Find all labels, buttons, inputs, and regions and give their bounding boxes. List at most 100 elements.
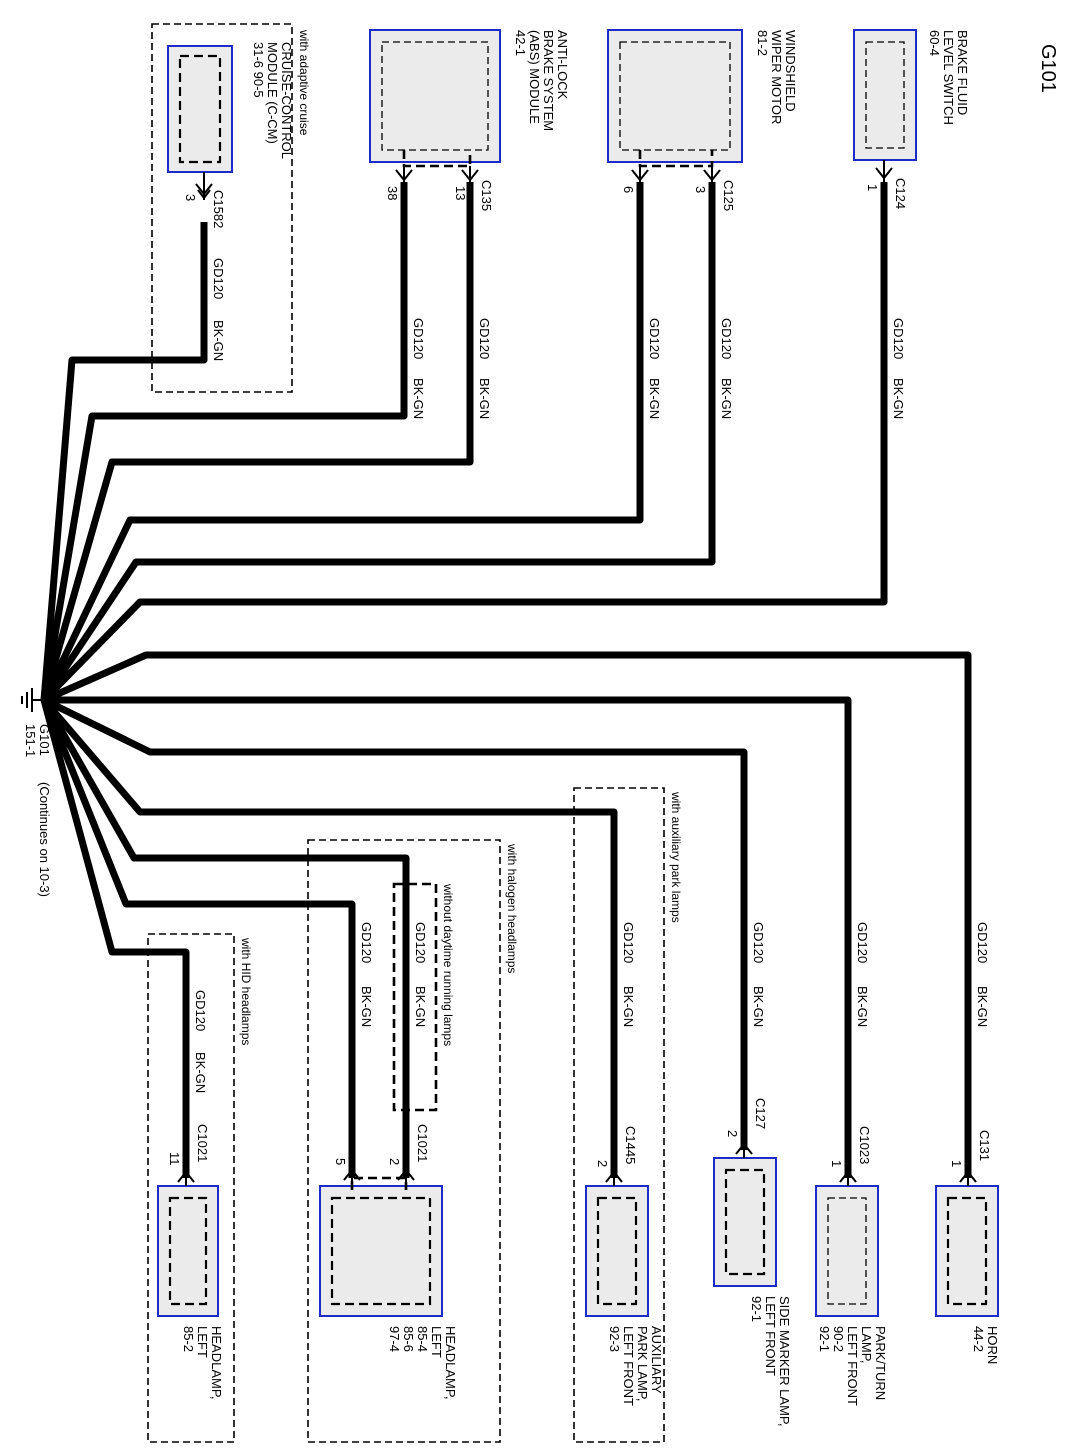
headlamp-hid-name-line2: LEFT xyxy=(195,1326,210,1358)
wire-ccm xyxy=(40,222,208,701)
wire-label-color: BK-GN xyxy=(211,320,226,361)
brake-fluid-pin: 1 xyxy=(865,184,880,191)
brake-fluid-name-line1: BRAKE FLUID xyxy=(955,30,970,115)
group-label-hid: with HID headlamps xyxy=(239,937,253,1045)
group-label-aux-park: with auxiliary park lamps xyxy=(669,791,683,923)
group-box-adaptive-cruise xyxy=(151,23,293,393)
wire-label-color: BK-GN xyxy=(891,378,906,419)
horn-connector: C131 xyxy=(977,1130,992,1161)
component-abs xyxy=(369,29,501,184)
wire-label-circuit: GD120 xyxy=(211,258,226,299)
park-turn-name-line2: LAMP, xyxy=(859,1326,874,1363)
side-marker-name-line3: 92-1 xyxy=(749,1296,764,1322)
abs-connector: C135 xyxy=(479,180,494,211)
ground-symbol-icon xyxy=(21,688,44,712)
wire-halogen-5 xyxy=(40,698,356,1178)
horn-name-line1: HORN xyxy=(985,1326,1000,1364)
ccm-name-line1: CRUISE-CONTROL xyxy=(279,42,294,159)
wire-label-color: BK-GN xyxy=(411,378,426,419)
headlamp-halogen-connector: C1021 xyxy=(415,1124,430,1162)
component-ccm xyxy=(167,45,233,200)
wire-label-circuit: GD120 xyxy=(193,990,208,1031)
component-aux-park xyxy=(585,1166,649,1317)
group-box-halogen xyxy=(307,839,501,1443)
side-marker-name-line2: LEFT FRONT xyxy=(763,1296,778,1376)
aux-park-name-line3: LEFT FRONT xyxy=(621,1326,636,1406)
brake-fluid-connector: C124 xyxy=(893,178,908,209)
ground-note: (Continues on 10-3) xyxy=(37,782,52,897)
wire-abs-13 xyxy=(40,182,474,701)
park-turn-name-line3: LEFT FRONT xyxy=(845,1326,860,1406)
wire-label-color: BK-GN xyxy=(413,986,428,1027)
park-turn-pin: 1 xyxy=(829,1160,844,1167)
wire-label-color: BK-GN xyxy=(477,378,492,419)
headlamp-halogen-name-line4: 85-6 xyxy=(401,1326,416,1352)
ccm-connector: C1582 xyxy=(211,190,226,228)
wiper-name-line3: 81-2 xyxy=(755,30,770,56)
wire-label-color: BK-GN xyxy=(359,986,374,1027)
aux-park-name-line2: PARK LAMP, xyxy=(635,1326,650,1401)
wire-halogen-2 xyxy=(40,698,410,1178)
wiper-pin-6: 6 xyxy=(621,186,636,193)
wire-aux-park xyxy=(41,697,618,1178)
ground-wires xyxy=(40,182,972,1178)
headlamp-hid-pin: 11 xyxy=(167,1152,182,1166)
wiper-name-line2: WIPER MOTOR xyxy=(769,30,784,124)
brake-fluid-name-line2: LEVEL SWITCH xyxy=(941,30,956,125)
component-side-marker xyxy=(713,1140,777,1287)
component-wiper xyxy=(607,29,743,184)
wiper-name-line1: WINDSHIELD xyxy=(783,30,798,112)
wire-side-marker xyxy=(42,696,748,1150)
wire-label-color: BK-GN xyxy=(751,986,766,1027)
headlamp-hid-name-line1: HEADLAMP, xyxy=(209,1326,224,1399)
headlamp-hid-name-line3: 85-2 xyxy=(181,1326,196,1352)
wire-label-color: BK-GN xyxy=(855,986,870,1027)
headlamp-halogen-name-line5: 97-4 xyxy=(387,1326,402,1352)
headlamp-halogen-pin-5: 5 xyxy=(333,1158,348,1165)
wire-label-circuit: GD120 xyxy=(855,922,870,963)
headlamp-hid-connector: C1021 xyxy=(195,1124,210,1162)
wire-label-color: BK-GN xyxy=(719,378,734,419)
abs-name-line2: BRAKE SYSTEM xyxy=(541,30,556,131)
wire-label-circuit: GD120 xyxy=(477,318,492,359)
group-label-adaptive-cruise: with adaptive cruise xyxy=(297,29,311,136)
abs-name-line3: (ABS) MODULE xyxy=(527,30,542,124)
headlamp-halogen-name-line3: 85-4 xyxy=(415,1326,430,1352)
component-headlamp-halogen xyxy=(319,1164,443,1317)
wire-label-circuit: GD120 xyxy=(359,922,374,963)
wiper-pin-3: 3 xyxy=(693,186,708,193)
ccm-name-line2: MODULE (C-CM) xyxy=(265,42,280,144)
headlamp-halogen-name-line2: LEFT xyxy=(429,1326,444,1358)
abs-pin-38: 38 xyxy=(385,186,400,200)
aux-park-connector: C1445 xyxy=(623,1126,638,1164)
wire-label-circuit: GD120 xyxy=(647,318,662,359)
wire-brake-fluid xyxy=(41,182,888,703)
brake-fluid-name-line3: 60-4 xyxy=(927,30,942,56)
wire-label-color: BK-GN xyxy=(975,986,990,1027)
wire-abs-38 xyxy=(40,182,408,701)
wire-label-color: BK-GN xyxy=(621,986,636,1027)
aux-park-name-line1: AUXILIARY xyxy=(649,1326,664,1394)
wire-label-circuit: GD120 xyxy=(891,318,906,359)
ccm-pin: 3 xyxy=(183,194,198,201)
wire-label-circuit: GD120 xyxy=(975,922,990,963)
page-title: G101 xyxy=(1037,44,1059,93)
headlamp-halogen-name-line1: HEADLAMP, xyxy=(443,1326,458,1399)
component-brake-fluid xyxy=(853,29,917,184)
wire-wiper-6 xyxy=(40,182,644,702)
aux-park-name-line4: 92-3 xyxy=(607,1326,622,1352)
component-park-turn xyxy=(815,1166,879,1317)
component-headlamp-hid xyxy=(157,1166,219,1317)
aux-park-pin: 2 xyxy=(595,1160,610,1167)
park-turn-name-line4: 90-2 xyxy=(831,1326,846,1352)
wire-label-circuit: GD120 xyxy=(719,318,734,359)
side-marker-pin: 2 xyxy=(725,1130,740,1137)
ground-ref: 151-1 xyxy=(23,724,38,757)
wire-label-circuit: GD120 xyxy=(751,922,766,963)
group-label-halogen: with halogen headlamps xyxy=(505,843,519,973)
abs-name-line1: ANTI-LOCK xyxy=(555,30,570,100)
group-box-drl xyxy=(392,882,438,1112)
park-turn-name-line5: 92-1 xyxy=(817,1326,832,1352)
park-turn-connector: C1023 xyxy=(857,1126,872,1164)
